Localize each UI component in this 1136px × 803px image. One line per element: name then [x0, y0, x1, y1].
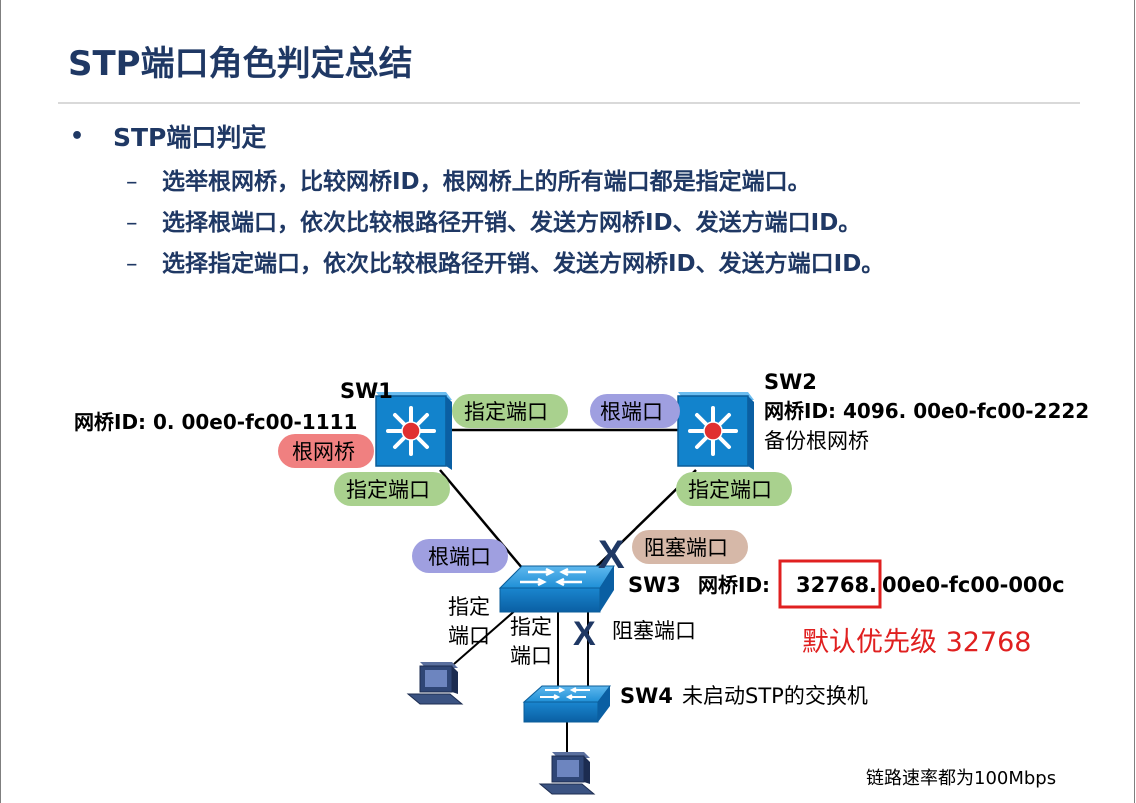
- bullet-heading: STP端口判定: [113, 123, 267, 152]
- sub-dash: –: [126, 251, 138, 277]
- port-sw3-pc-line1: 指定: [448, 595, 490, 619]
- sw3-switch-icon: [498, 565, 615, 613]
- pc2-computer-icon: [538, 752, 596, 795]
- default-priority-note: 默认优先级 32768: [802, 627, 1031, 658]
- link-sw1-sw3: [439, 469, 529, 576]
- bullet-marker: •: [70, 124, 85, 149]
- sw1-switch-icon: [375, 392, 452, 470]
- priority-highlight-box: [778, 559, 882, 609]
- sub-item-1: –选举根网桥，比较网桥ID，根网桥上的所有端口都是指定端口。: [126, 162, 811, 196]
- pill-sw1-root-bridge: [278, 434, 374, 468]
- port-sw3-sw4a-line1: 指定: [510, 615, 552, 639]
- pill-sw2-designated: [676, 472, 792, 506]
- sw1-bridge-id: 网桥ID: 0. 00e0-fc00-1111: [74, 410, 357, 434]
- sw3-name: SW3: [628, 573, 681, 597]
- sub-item-2: –选择根端口，依次比较根路径开销、发送方网桥ID、发送方端口ID。: [126, 203, 861, 237]
- sw1-name: SW1: [340, 379, 393, 403]
- port-sw3-to-sw1: 根端口: [428, 545, 491, 569]
- sw2-switch-icon: [677, 392, 754, 470]
- pill-sw2-root-port: [590, 394, 680, 428]
- sw1-role-label: 根网桥: [292, 440, 355, 464]
- block-mark-sw3-sw4: X: [573, 615, 596, 653]
- port-sw3-sw4a-line2: 端口: [510, 644, 552, 668]
- sw4-name: SW4: [620, 684, 673, 708]
- pc1-computer-icon: [406, 662, 464, 705]
- sw3-priority: 32768.: [796, 573, 877, 597]
- title-divider: [58, 102, 1080, 104]
- sub-dash: –: [126, 210, 138, 236]
- link-speed-note: 链路速率都为100Mbps: [866, 768, 1056, 789]
- port-sw2-to-sw3: 指定端口: [688, 478, 772, 502]
- sub-item-3-text: 选择指定端口，依次比较根路径开销、发送方网桥ID、发送方端口ID。: [162, 251, 885, 277]
- port-sw3-pc-line2: 端口: [448, 624, 490, 648]
- port-sw1-to-sw3: 指定端口: [346, 478, 430, 502]
- sub-dash: –: [126, 169, 138, 195]
- pill-sw1-designated-bottom: [334, 472, 450, 506]
- sw3-id-label: 网桥ID:: [698, 573, 770, 597]
- port-sw3-to-sw2: 阻塞端口: [644, 536, 728, 560]
- sub-item-1-text: 选举根网桥，比较网桥ID，根网桥上的所有端口都是指定端口。: [162, 169, 811, 195]
- sw4-note: 未启动STP的交换机: [682, 684, 868, 708]
- port-sw3-sw4b: 阻塞端口: [612, 619, 696, 643]
- sub-item-2-text: 选择根端口，依次比较根路径开销、发送方网桥ID、发送方端口ID。: [162, 210, 862, 236]
- frame-right-border: [1134, 0, 1135, 803]
- pill-sw1-designated-top: [452, 394, 568, 428]
- sub-item-3: –选择指定端口，依次比较根路径开销、发送方网桥ID、发送方端口ID。: [126, 244, 884, 278]
- block-mark-sw3-sw2: X: [598, 533, 625, 577]
- port-sw2-to-sw1: 根端口: [600, 400, 663, 424]
- pill-sw3-blocked: [632, 530, 748, 564]
- page-title: STP端口角色判定总结: [68, 44, 413, 84]
- sw2-bridge-id: 网桥ID: 4096. 00e0-fc00-2222: [764, 399, 1089, 423]
- sw4-switch-icon: [522, 685, 611, 723]
- frame-left-border: [0, 0, 1, 803]
- port-sw1-to-sw2: 指定端口: [464, 400, 548, 424]
- sw3-mac: 00e0-fc00-000c: [882, 573, 1065, 597]
- sw2-note: 备份根网桥: [764, 429, 869, 453]
- links: [439, 428, 697, 752]
- link-sw3-pc1: [453, 607, 519, 665]
- pill-sw3-root-port: [412, 539, 508, 573]
- sw2-name: SW2: [764, 370, 817, 394]
